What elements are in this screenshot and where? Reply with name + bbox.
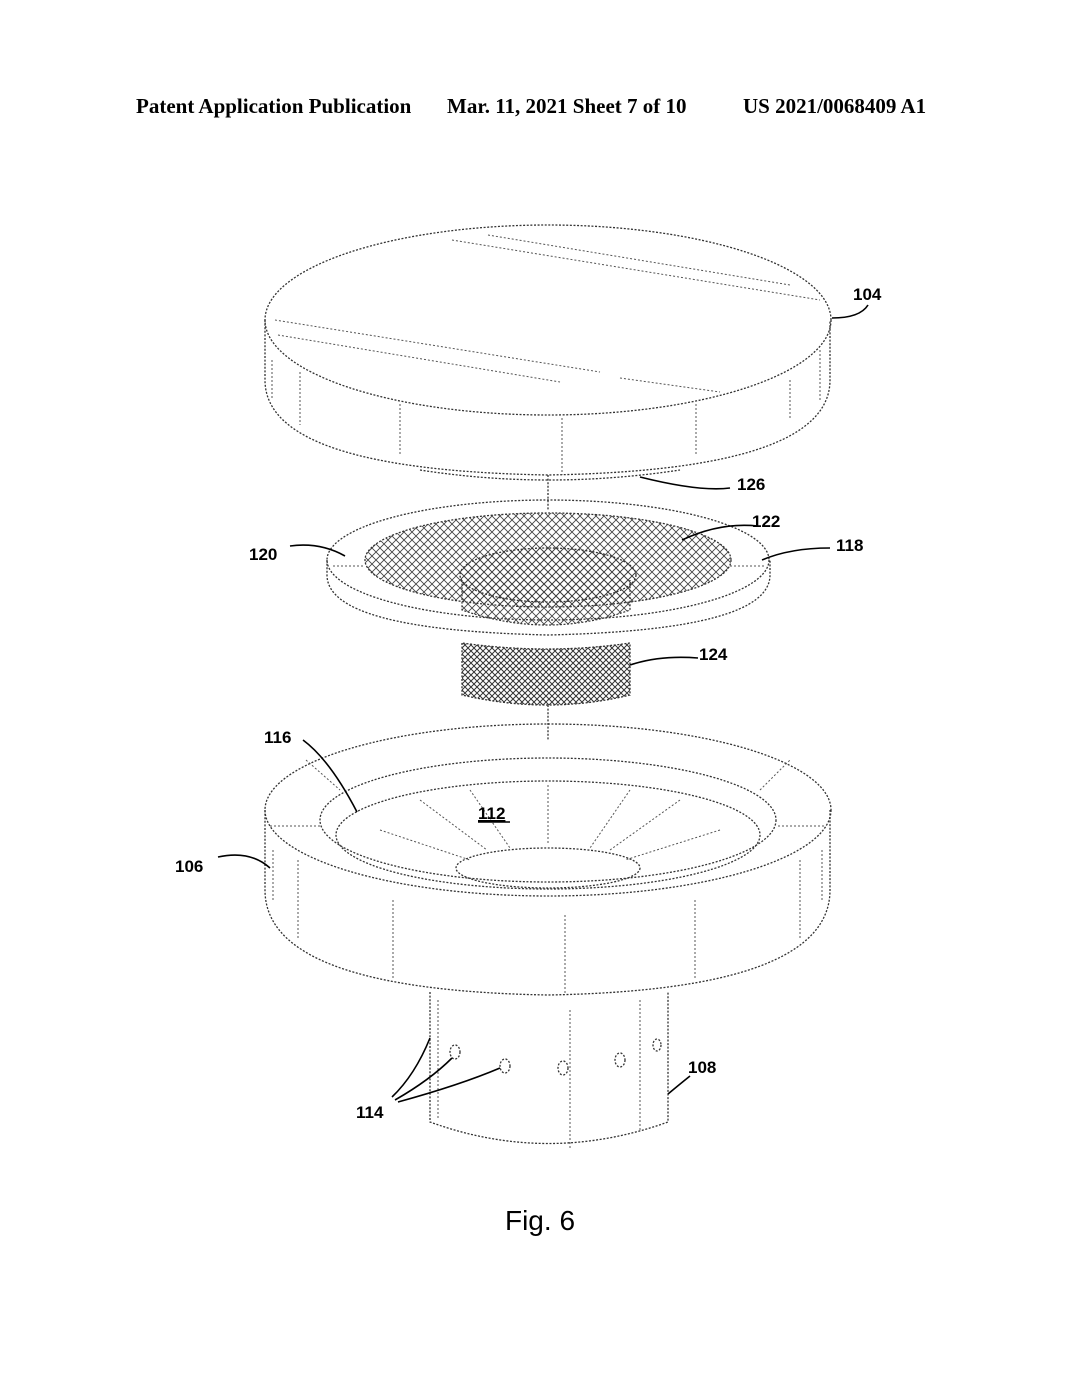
- ref-118-filter: 118: [836, 536, 863, 555]
- base-component: [264, 723, 832, 1150]
- leader-104: [831, 304, 869, 319]
- leader-118: [761, 547, 831, 561]
- header-date-sheet: Mar. 11, 2021 Sheet 7 of 10: [447, 94, 687, 118]
- leader-114a: [391, 1037, 431, 1098]
- ref-126-seal: 126: [737, 475, 765, 494]
- ref-116-seat: 116: [264, 728, 291, 747]
- leader-126: [639, 476, 731, 490]
- ref-124-cup: 124: [699, 645, 728, 664]
- leader-108: [667, 1075, 691, 1095]
- leader-124: [629, 656, 699, 666]
- ref-108-tube: 108: [688, 1058, 716, 1077]
- leader-120: [289, 544, 346, 557]
- ref-122-mesh: 122: [752, 512, 780, 531]
- figure-caption: Fig. 6: [504, 1205, 576, 1236]
- leader-106: [217, 854, 271, 869]
- ref-120-flange: 120: [249, 545, 277, 564]
- leader-114c: [397, 1067, 501, 1103]
- header-publication-type: Patent Application Publication: [136, 94, 412, 118]
- leader-114b: [394, 1057, 453, 1101]
- leader-122: [681, 524, 759, 541]
- ref-112-funnel: 112: [478, 804, 505, 823]
- leader-116: [302, 739, 358, 813]
- ref-104-lid: 104: [853, 285, 882, 304]
- ref-114-holes: 114: [356, 1103, 384, 1122]
- filter-component: [326, 499, 771, 740]
- lid-component: [264, 224, 832, 510]
- ref-106-base: 106: [175, 857, 203, 876]
- header-patent-number: US 2021/0068409 A1: [743, 94, 927, 118]
